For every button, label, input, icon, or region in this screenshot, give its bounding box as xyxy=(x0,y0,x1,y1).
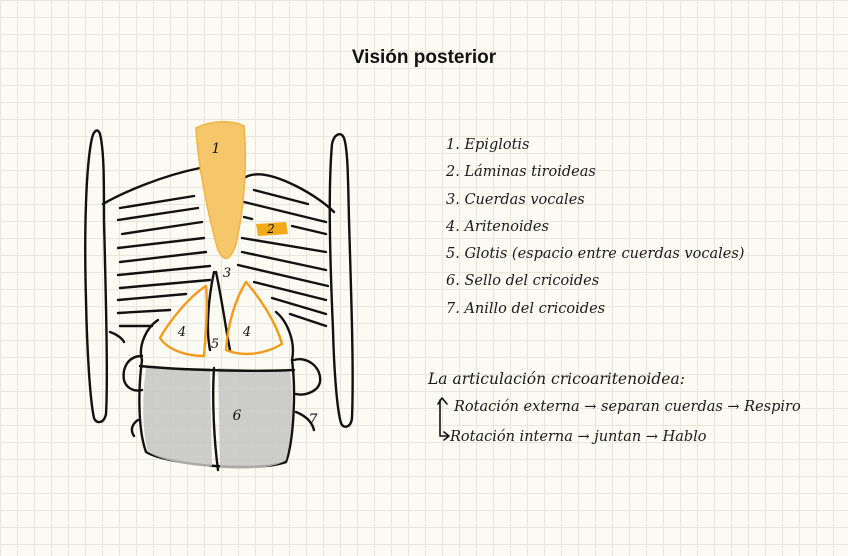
note-external-rotation: Rotación externa → separan cuerdas → Res… xyxy=(454,399,801,415)
arrow-head-2 xyxy=(443,431,450,441)
legend-item-epiglotis: 1. Epiglotis xyxy=(446,137,530,153)
label-7: 7 xyxy=(309,412,318,428)
legend-item-aritenoides: 4. Aritenoides xyxy=(446,218,549,235)
cuerdas-vocales xyxy=(206,270,232,352)
right-plate-lines xyxy=(236,188,330,328)
legend-item-cuerdas: 3. Cuerdas vocales xyxy=(446,191,585,208)
legend-item-sello: 6. Sello del cricoides xyxy=(446,273,600,290)
label-1: 1 xyxy=(212,141,221,157)
sello-cricoides-fill xyxy=(138,364,296,472)
label-6: 6 xyxy=(233,408,242,424)
label-3: 3 xyxy=(223,266,231,281)
anillo-left xyxy=(122,354,144,438)
label-2: 2 xyxy=(266,222,275,236)
branch-line xyxy=(439,399,449,437)
legend-item-laminas: 2. Láminas tiroideas xyxy=(446,164,596,181)
legend-item-glotis: 5. Glotis (espacio entre cuerdas vocales… xyxy=(446,246,745,263)
anillo-right xyxy=(292,358,322,432)
label-2-marker xyxy=(256,222,288,236)
left-plate-outline xyxy=(101,166,202,344)
label-4-left: 4 xyxy=(177,325,186,340)
label-4-right: 4 xyxy=(242,325,251,340)
note-heading: La articulación cricoaritenoidea: xyxy=(428,370,685,388)
legend-list: 1. Epiglotis 2. Láminas tiroideas 3. Cue… xyxy=(446,134,744,325)
aritenoide-der xyxy=(224,280,284,356)
aritenoide-izq xyxy=(158,284,209,358)
arrow-head-1 xyxy=(437,397,448,405)
left-bar xyxy=(84,129,109,424)
right-bar xyxy=(328,133,354,428)
right-plate-top xyxy=(242,173,336,214)
left-plate-lines xyxy=(116,194,212,328)
label-5: 5 xyxy=(211,337,219,352)
note-internal-rotation: Rotación interna → juntan → Hablo xyxy=(450,429,707,445)
page-title: Visión posterior xyxy=(351,47,497,68)
epiglotis-shape xyxy=(195,120,247,260)
legend-item-anillo: 7. Anillo del cricoides xyxy=(446,300,606,317)
